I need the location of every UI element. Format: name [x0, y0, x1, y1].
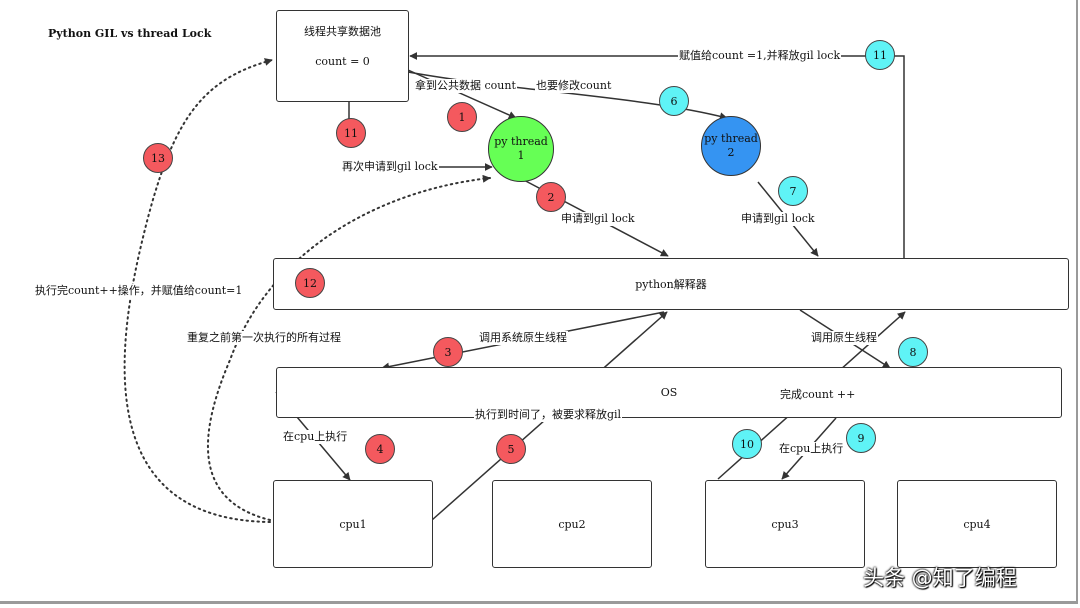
- step-badge-2: 2: [536, 182, 566, 212]
- step-badge-11-cyan: 11: [865, 40, 895, 70]
- cpu3-box: cpu3: [705, 480, 865, 568]
- label-acquire-gil-2: 申请到gil lock: [740, 212, 816, 226]
- step-badge-12: 12: [295, 268, 325, 298]
- shared-data-pool-value: count = 0: [315, 55, 370, 68]
- label-repeat-all: 重复之前第一次执行的所有过程: [186, 331, 342, 345]
- label-reacquire-gil: 再次申请到gil lock: [341, 160, 439, 174]
- step-badge-11-red: 11: [336, 118, 366, 148]
- shared-data-pool-label: 线程共享数据池: [304, 25, 381, 38]
- label-acquire-gil-1: 申请到gil lock: [560, 212, 636, 226]
- label-call-native-thread: 调用系统原生线程: [478, 331, 568, 345]
- label-done-count: 完成count ++: [779, 388, 857, 402]
- arrow-assign-back-to-pool: [409, 52, 905, 258]
- label-assign-release: 赋值给count =1,并释放gil lock: [678, 49, 842, 63]
- py-thread-1-node: py thread 1: [488, 116, 554, 182]
- dotted-cpu1-to-thread1: [206, 174, 491, 521]
- label-also-modify: 也要修改count: [535, 79, 613, 93]
- label-exec-on-cpu-1: 在cpu上执行: [282, 430, 349, 444]
- step-badge-7: 7: [778, 176, 808, 206]
- step-badge-8: 8: [898, 337, 928, 367]
- label-call-native: 调用原生线程: [810, 331, 878, 345]
- py-thread-2-name: py thread: [704, 132, 758, 145]
- os-box: OS: [276, 367, 1062, 418]
- label-exec-assign: 执行完count++操作，并赋值给count=1: [34, 284, 244, 298]
- step-badge-1: 1: [447, 102, 477, 132]
- step-badge-6: 6: [659, 86, 689, 116]
- watermark-text: 头条 @知了编程: [863, 566, 1017, 590]
- label-time-up-release: 执行到时间了，被要求释放gil: [474, 408, 623, 422]
- python-interpreter-box: python解释器: [273, 258, 1069, 310]
- step-badge-13: 13: [143, 143, 173, 173]
- cpu4-box: cpu4: [897, 480, 1057, 568]
- arrow-pool-to-thread1: [407, 69, 517, 119]
- py-thread-1-number: 1: [517, 149, 525, 162]
- shared-data-pool: 线程共享数据池 count = 0: [276, 10, 409, 102]
- label-get-count: 拿到公共数据 count: [414, 79, 517, 93]
- py-thread-2-number: 2: [727, 146, 735, 159]
- dotted-cpu1-to-pool: [123, 58, 273, 523]
- label-exec-on-cpu-2: 在cpu上执行: [778, 442, 845, 456]
- step-badge-4: 4: [365, 434, 395, 464]
- diagram-title: Python GIL vs thread Lock: [48, 27, 212, 40]
- step-badge-9: 9: [846, 423, 876, 453]
- py-thread-2-node: py thread 2: [701, 116, 761, 176]
- cpu2-box: cpu2: [492, 480, 652, 568]
- step-badge-3: 3: [433, 337, 463, 367]
- py-thread-1-name: py thread: [494, 135, 548, 148]
- step-badge-5: 5: [496, 434, 526, 464]
- cpu1-box: cpu1: [273, 480, 433, 568]
- step-badge-10: 10: [732, 429, 762, 459]
